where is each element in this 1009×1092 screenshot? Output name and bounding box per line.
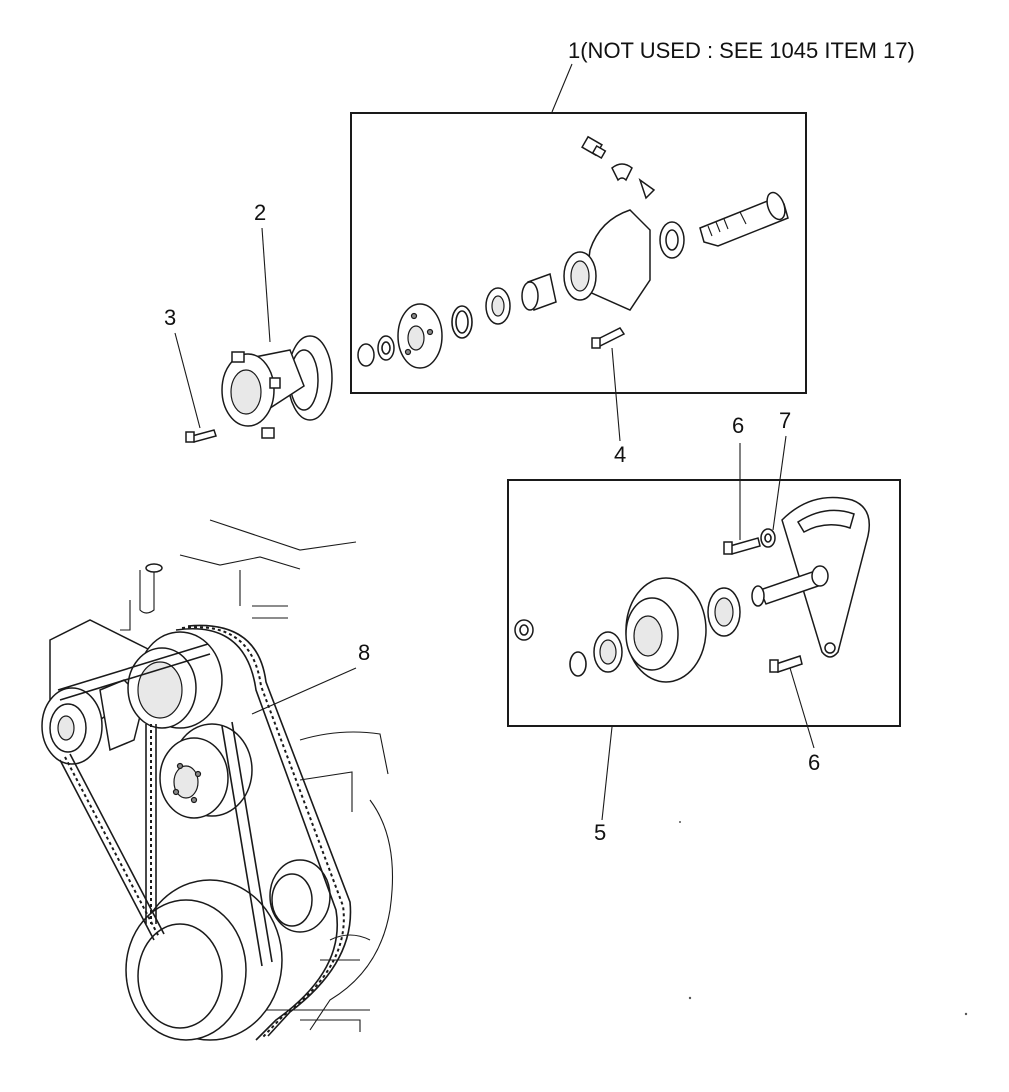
bolt-6-bottom-part: [769, 655, 803, 673]
callout-6-label-bottom: 6: [808, 750, 820, 775]
bushing-part: [521, 273, 557, 311]
leader-lines: [174, 63, 815, 821]
speck: [688, 996, 692, 1000]
washer-part: [377, 335, 395, 361]
speck: [679, 821, 681, 823]
speck: [964, 1012, 968, 1016]
callout-1-label: 1(NOT USED : SEE 1045 ITEM 17): [568, 38, 915, 63]
callout-2-label: 2: [254, 200, 266, 225]
bearing-part: [485, 287, 511, 325]
snap-ring-part: [451, 305, 473, 339]
callout-7-label: 7: [779, 408, 791, 433]
kit-box-1: [350, 112, 807, 394]
engine-belt-drive: [41, 519, 394, 1041]
bolt-3-part: [185, 429, 217, 443]
water-pump-pulley: [159, 723, 253, 819]
idler-shaft-part: [751, 565, 829, 607]
idler-bearing-part: [707, 587, 741, 637]
idler-cap-part: [514, 619, 534, 641]
callout-8-label: 8: [358, 640, 370, 665]
bolt-4-part: [591, 327, 626, 349]
callout-6-label-top: 6: [732, 413, 744, 438]
washer-7-part: [760, 528, 776, 548]
callout-4-label: 4: [614, 442, 626, 467]
idler-pulley-part: [625, 577, 707, 683]
callout-3-label: 3: [164, 305, 176, 330]
tensioner-pulley: [269, 859, 331, 933]
pump-housing-part: [563, 209, 651, 311]
bolt-6-top-part: [723, 537, 761, 555]
seal-ring-part: [659, 221, 685, 259]
idler-snap-ring-part: [569, 651, 587, 677]
pump-shaft-part: [699, 191, 789, 247]
nut-part: [357, 343, 375, 367]
clamp-part: [611, 163, 656, 200]
fitting-part: [581, 135, 607, 159]
callout-5-label: 5: [594, 820, 606, 845]
kit-box-5: [507, 479, 901, 727]
pulley-bearing-part: [593, 631, 623, 673]
water-pump-body-part: [221, 335, 333, 439]
crankshaft-pulley: [125, 879, 283, 1041]
drive-belt-8: [57, 624, 352, 1041]
hub-flange-part: [397, 303, 443, 369]
